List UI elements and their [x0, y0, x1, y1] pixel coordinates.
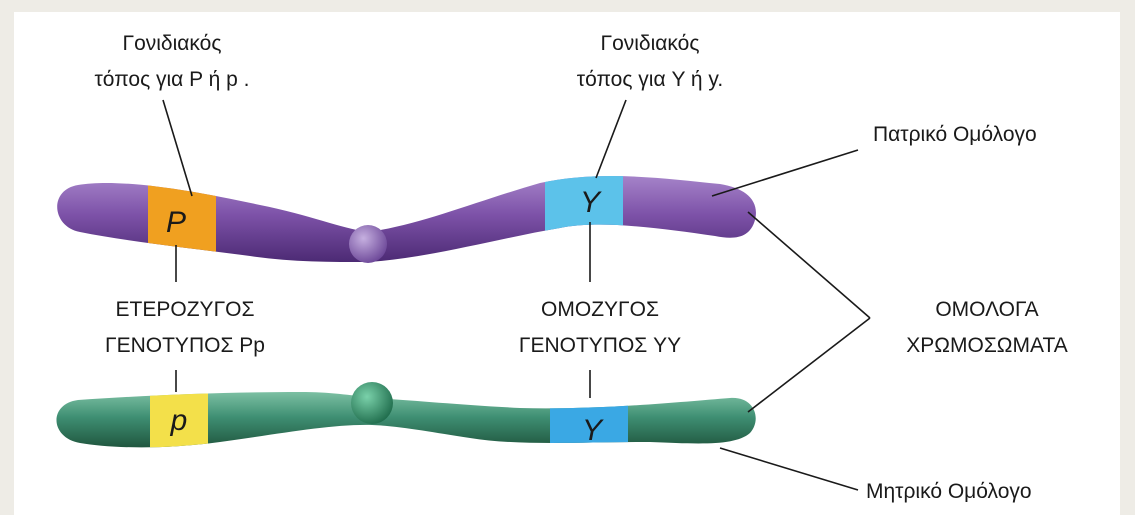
allele-Y-paternal-label: Y — [580, 186, 602, 219]
allele-P-label: P — [166, 206, 186, 239]
homologs-pointer-bottom — [748, 318, 870, 412]
homologs-caption: ΟΜΟΛΟΓΑ ΧΡΩΜΟΣΩΜΑΤΑ — [906, 298, 1067, 357]
locus-P-line-2: τόπος για P ή p . — [95, 68, 250, 91]
heterozygous-line-1: ΕΤΕΡΟΖΥΓΟΣ — [116, 298, 255, 321]
locus-P-pointer — [163, 100, 192, 196]
locus-Y-caption: Γονιδιακός τόπος για Y ή y. — [577, 32, 723, 91]
heterozygous-caption: ΕΤΕΡΟΖΥΓΟΣ ΓΕΝΟΤΥΠΟΣ Pp — [105, 298, 265, 357]
homologs-line-2: ΧΡΩΜΟΣΩΜΑΤΑ — [906, 334, 1067, 357]
maternal-chromosome: p Y — [56, 380, 755, 465]
maternal-homolog-label: Μητρικό Ομόλογο — [866, 480, 1032, 503]
homozygous-line-2: ΓΕΝΟΤΥΠΟΣ YY — [519, 334, 681, 357]
homologs-pointer-top — [748, 212, 870, 318]
homologs-line-1: ΟΜΟΛΟΓΑ — [935, 298, 1038, 321]
locus-Y-line-2: τόπος για Y ή y. — [577, 68, 723, 91]
paternal-pointer — [712, 150, 858, 196]
paternal-chromosome: P Y — [57, 160, 756, 270]
paternal-homolog-label: Πατρικό Ομόλογο — [873, 123, 1037, 146]
allele-Y-maternal-label: Y — [582, 414, 604, 447]
homozygous-line-1: ΟΜΟΖΥΓΟΣ — [541, 298, 659, 321]
locus-P-caption: Γονιδιακός τόπος για P ή p . — [95, 32, 250, 91]
maternal-centromere — [351, 382, 393, 424]
locus-Y-line-1: Γονιδιακός — [601, 32, 700, 55]
locus-Y-pointer — [596, 100, 626, 178]
locus-P-line-1: Γονιδιακός — [123, 32, 222, 55]
heterozygous-line-2: ΓΕΝΟΤΥΠΟΣ Pp — [105, 334, 265, 357]
homozygous-caption: ΟΜΟΖΥΓΟΣ ΓΕΝΟΤΥΠΟΣ YY — [519, 298, 681, 357]
allele-p-label: p — [170, 404, 188, 437]
maternal-pointer — [720, 448, 858, 490]
paternal-centromere — [349, 225, 387, 263]
